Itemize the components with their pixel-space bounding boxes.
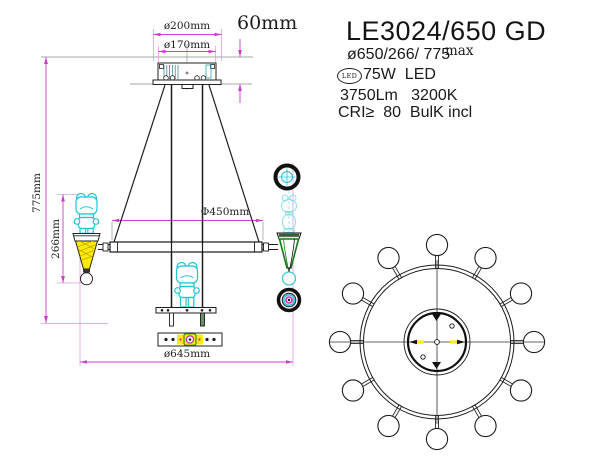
bulb-icon xyxy=(341,379,365,402)
cri-spec: CRI≥ 80 BulK incl xyxy=(338,104,473,121)
dim-canopy-height-label: 60mm xyxy=(237,12,298,34)
bulb-icon xyxy=(341,282,365,305)
cone-side-view xyxy=(276,232,302,286)
canopy-hatch xyxy=(163,64,212,79)
bulb-icon xyxy=(377,246,400,270)
cap-top-view xyxy=(273,163,301,191)
size-max-label: max xyxy=(445,43,474,59)
front-view xyxy=(41,29,302,366)
bottom-counterweight-detail xyxy=(157,332,223,347)
bulb-icon xyxy=(377,414,400,438)
dim-overall-diameter-label: ø645mm xyxy=(163,348,211,360)
section-arrows xyxy=(409,314,465,369)
tassel-cap xyxy=(72,233,101,242)
tassel-ball xyxy=(80,272,93,286)
led-badge-icon: LED xyxy=(337,68,362,84)
bulb-icon xyxy=(425,427,449,451)
dimension-lines xyxy=(44,32,293,364)
bulb-icon xyxy=(509,379,533,402)
bulb-stem xyxy=(472,404,482,419)
bear-silhouette xyxy=(281,191,297,234)
dim-overall-height-label: 775mm xyxy=(31,173,43,213)
extension-lines xyxy=(41,29,294,366)
dimension-arrows xyxy=(44,32,293,364)
bulb-icon xyxy=(474,414,497,438)
bulb-stem xyxy=(360,297,375,307)
lower-platform xyxy=(155,307,217,327)
ball-bottom-view xyxy=(276,287,302,313)
power-spec: 75W LED xyxy=(363,66,436,83)
bulb-stem xyxy=(499,377,514,387)
bulb-icon xyxy=(425,233,449,257)
bear-pendant-left xyxy=(72,192,101,286)
size-spec: ø650/266/ 775 xyxy=(347,46,451,63)
bear-pendant-side-view xyxy=(273,163,302,313)
flux-spec: 3750Lm 3200K xyxy=(340,87,458,104)
bulb-stem xyxy=(392,404,402,419)
bear-figure-icon xyxy=(73,192,100,234)
center-canopy-top-view xyxy=(403,308,471,376)
bulb-icon xyxy=(474,246,497,270)
bulb-icon xyxy=(509,282,533,305)
top-view xyxy=(328,233,546,451)
dim-ring-diameter-label: Φ450mm xyxy=(200,206,250,218)
dim-canopy-outer-label: ø200mm xyxy=(163,20,211,32)
dim-pendant-drop-label: 266mm xyxy=(50,219,62,259)
tassel-tip xyxy=(83,269,90,273)
bulb-stem xyxy=(360,377,375,387)
suspension-cables xyxy=(113,84,260,308)
model-number: LE3024/650 GD xyxy=(346,16,547,46)
bear-pendant-center xyxy=(174,261,200,308)
ceiling-canopy xyxy=(152,62,222,89)
bulb-stem xyxy=(392,265,402,280)
bulb-stem xyxy=(499,297,514,307)
led-badge-text: LED xyxy=(341,72,358,80)
ring-frame xyxy=(98,241,278,253)
bulb-stem xyxy=(472,265,482,280)
dim-canopy-inner-label: ø170mm xyxy=(163,39,211,51)
